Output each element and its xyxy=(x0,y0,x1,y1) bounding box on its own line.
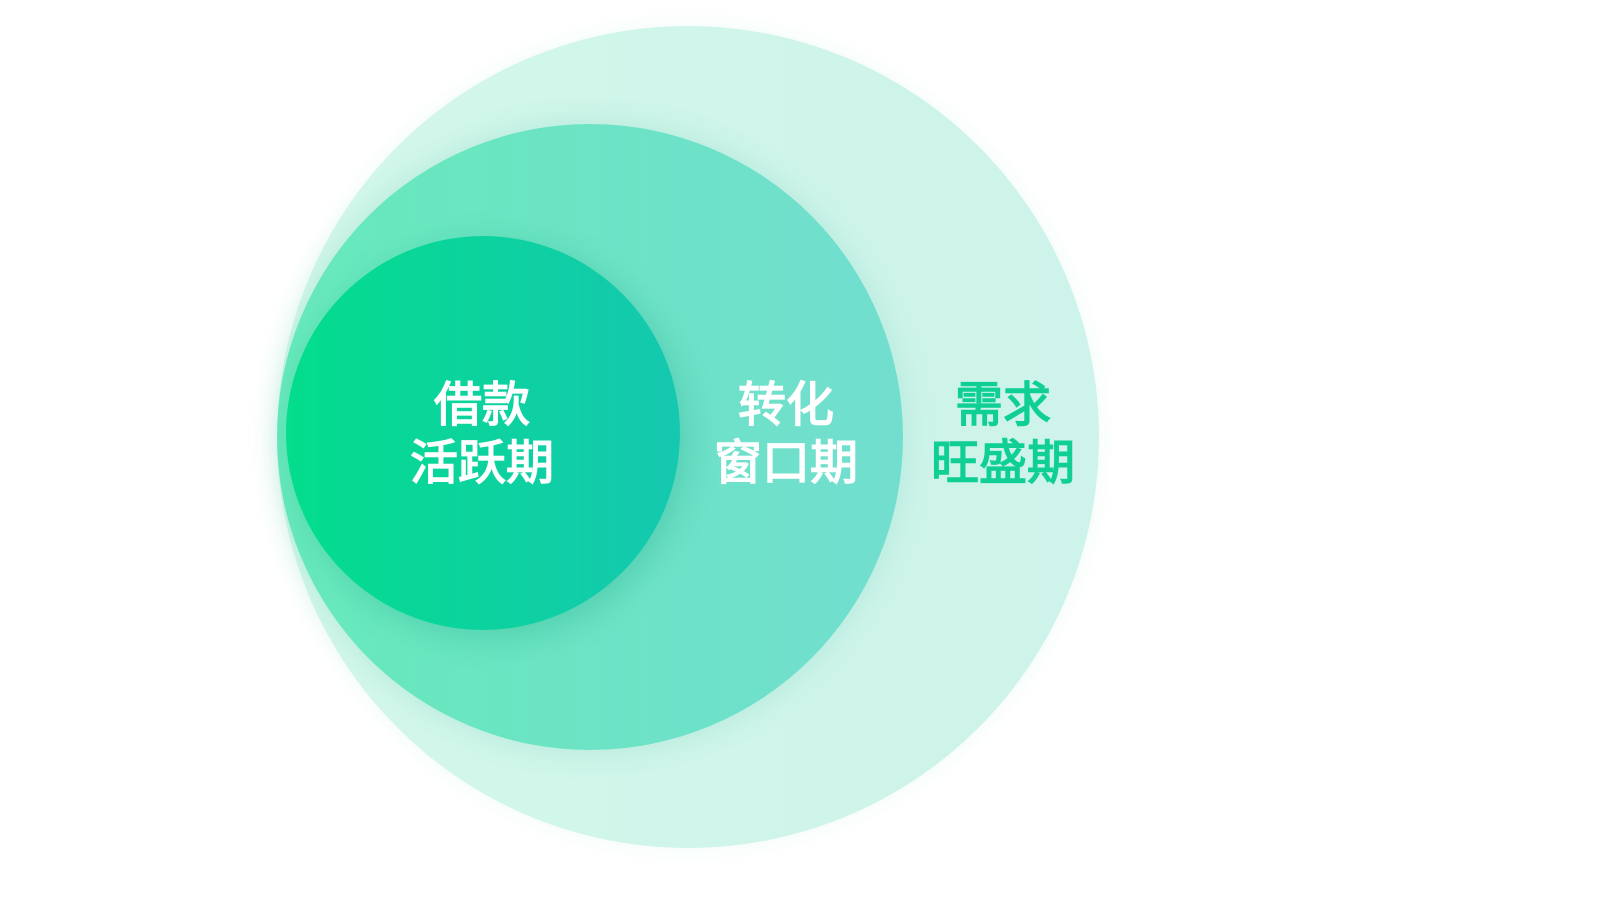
inner-circle-borrowing-active xyxy=(286,236,680,630)
label-line: 借款 xyxy=(433,377,531,433)
label-line: 窗口期 xyxy=(713,435,859,491)
label-demand-peak: 需求 旺盛期 xyxy=(931,376,1075,492)
label-line: 旺盛期 xyxy=(930,435,1076,491)
label-borrowing-active: 借款 活跃期 xyxy=(410,376,554,492)
label-conversion-window: 转化 窗口期 xyxy=(714,376,858,492)
label-line: 转化 xyxy=(737,377,835,433)
label-line: 活跃期 xyxy=(409,435,555,491)
label-line: 需求 xyxy=(954,377,1052,433)
